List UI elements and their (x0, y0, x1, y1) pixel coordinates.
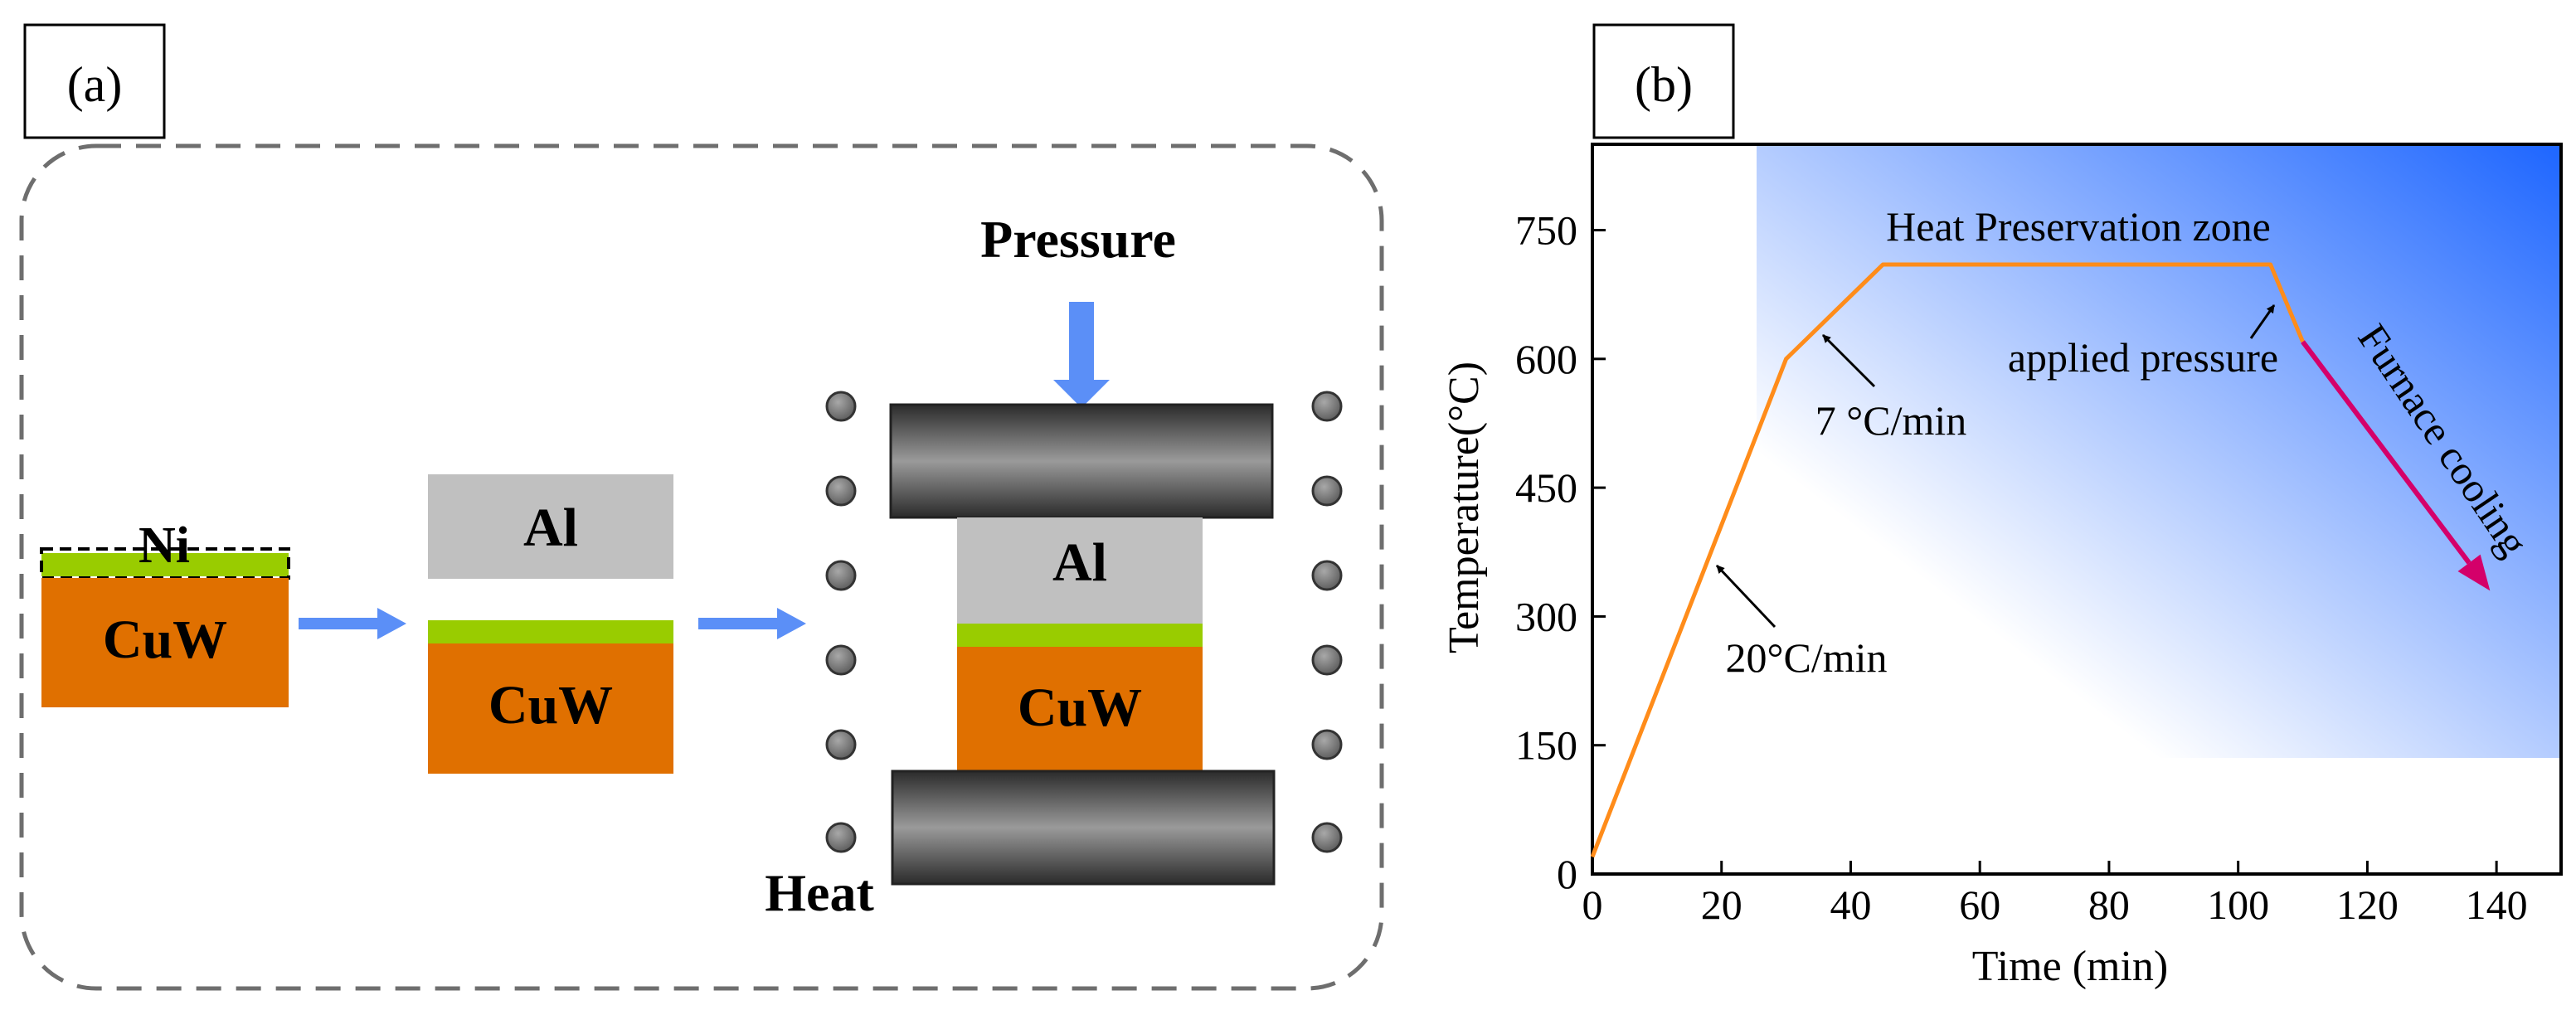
x-tick-label: 20 (1701, 881, 1742, 928)
x-tick-label: 0 (1582, 881, 1603, 928)
upper-press-plate (889, 403, 1274, 519)
ni-label: Ni (139, 517, 190, 574)
step-2: Al CuW (428, 474, 673, 774)
coil-dot (1311, 475, 1343, 507)
x-tick-label: 80 (2088, 881, 2130, 928)
cuw-label-1: CuW (103, 609, 227, 670)
cuw-block-2 (428, 643, 673, 774)
rate1-annotation: 7 °C/min (1815, 397, 1967, 444)
y-tick-label: 600 (1515, 336, 1577, 382)
temperature-profile-line (1590, 262, 2305, 858)
panel-a: (a) Ni CuW Al CuW Pressure Al (19, 23, 1384, 991)
x-axis-title: Time (min) (1972, 943, 2168, 990)
furnace-cooling-arrow-shaft (2301, 340, 2472, 565)
process-arrow-1 (299, 608, 406, 639)
coil-dot (1311, 644, 1343, 676)
coil-dot (825, 644, 857, 676)
x-tick-label: 120 (2336, 881, 2399, 928)
panel-a-label: (a) (67, 57, 123, 112)
cuw-block-3 (957, 647, 1203, 771)
coil-dot (825, 391, 857, 422)
al-label-2: Al (523, 498, 578, 558)
coil-dot (1311, 822, 1343, 853)
pressure-pointer (2249, 304, 2276, 339)
rate2-pointer (1715, 564, 1776, 629)
coil-dot (1311, 729, 1343, 760)
heating-coil-left (825, 391, 857, 853)
process-arrow-2 (698, 608, 806, 639)
plot-area (1591, 143, 2563, 876)
panel-b: (b) 0 20 40 60 80 100 120 140 0 150 300 450 600 750 H… (1441, 23, 2563, 990)
gradient-background (1757, 146, 2559, 758)
rate1-pointer (1821, 333, 1876, 388)
cuw-label-3: CuW (1018, 677, 1142, 738)
process-frame (19, 143, 1384, 991)
al-label-3: Al (1052, 532, 1107, 593)
heating-coil-right (1311, 391, 1343, 853)
al-block-2 (428, 474, 673, 579)
lower-press-plate (891, 770, 1276, 886)
coil-dot (1311, 391, 1343, 422)
panel-a-label-box (23, 23, 166, 139)
coil-dot (825, 560, 857, 591)
chart-layer: 0 20 40 60 80 100 120 140 0 150 300 450 600 750 (1515, 207, 2528, 928)
y-tick-label: 300 (1515, 593, 1577, 639)
pressure-arrow (1053, 302, 1110, 408)
x-tick-label: 140 (2466, 881, 2528, 928)
cuw-label-2: CuW (488, 675, 613, 736)
cuw-block-1 (41, 578, 289, 707)
panel-b-label-box (1592, 23, 1735, 139)
rate2-annotation: 20°C/min (1725, 634, 1887, 681)
coil-dot (825, 822, 857, 853)
panel-b-label: (b) (1635, 57, 1693, 112)
x-tick-label: 100 (2207, 881, 2269, 928)
y-tick-label: 150 (1515, 722, 1577, 769)
y-tick-label: 750 (1515, 207, 1577, 254)
pressure-annotation: applied pressure (2008, 334, 2278, 381)
y-tick-label: 0 (1557, 851, 1577, 897)
coil-dot (1311, 560, 1343, 591)
x-tick-label: 40 (1830, 881, 1871, 928)
x-tick-label: 60 (1959, 881, 2000, 928)
step-3: Pressure Al CuW (765, 210, 1343, 922)
ni-layer (41, 553, 289, 576)
y-tick-label: 450 (1515, 464, 1577, 511)
y-axis-title: Temperature(°C) (1441, 362, 1488, 653)
heat-label: Heat (765, 863, 874, 922)
ni-layer-3 (957, 624, 1203, 647)
furnace-cooling-arrow-head (2457, 554, 2491, 591)
coil-dot (825, 475, 857, 507)
ni-outline (40, 547, 290, 580)
ni-layer-2 (428, 620, 673, 643)
zone-annotation: Heat Preservation zone (1886, 203, 2271, 250)
step-1: Ni CuW (40, 517, 290, 707)
coil-dot (825, 729, 857, 760)
pressure-label: Pressure (980, 210, 1176, 269)
al-block-3 (957, 517, 1203, 624)
